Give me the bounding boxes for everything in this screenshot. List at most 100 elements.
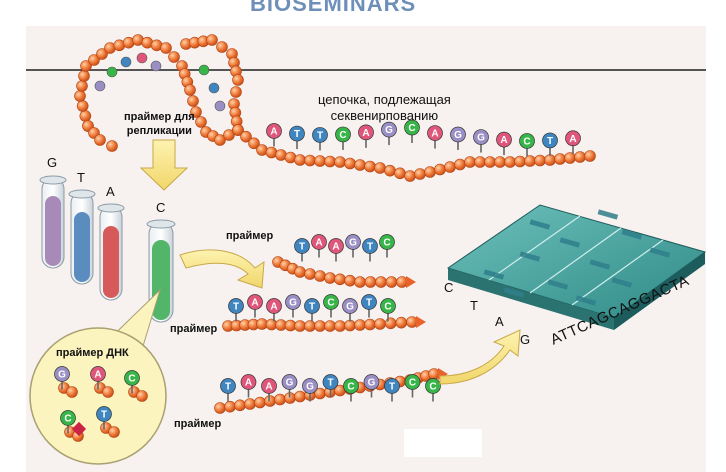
tube-letter-c: C [156,200,166,215]
bead [94,134,106,146]
bead [334,273,346,286]
bead [464,156,476,168]
base-c-mark [425,378,441,394]
base-letter: C [429,382,436,393]
bead [454,158,466,171]
base-letter: T [547,136,553,147]
bead [160,42,172,54]
bead [554,153,566,165]
bead [206,34,218,46]
replication-primer-label: праймер для репликации [124,110,195,138]
base-letter: A [94,370,101,381]
bead [88,54,100,66]
bead [374,318,386,330]
bead [106,140,118,152]
bead [232,74,244,86]
bead [344,274,356,287]
bead [230,86,242,98]
base-letter: C [327,298,334,309]
bead [396,276,408,288]
tube-a [97,203,125,301]
base-letter: T [299,242,305,253]
bead [294,390,306,403]
replication-primer-line1: праймер для [124,111,195,123]
base-c-mark [323,294,339,310]
base-a-mark [496,131,512,148]
bead [294,154,306,166]
bead [375,276,387,288]
bead [108,426,120,438]
bead [187,95,199,107]
base-letter: T [294,129,300,140]
base-letter: G [58,370,66,381]
bead [265,146,278,159]
base-letter: A [569,134,576,145]
base-g-mark [302,378,318,394]
base-a-mark [328,238,344,254]
bead [195,116,207,128]
base-a-mark [266,123,282,139]
down-arrow-icon [139,139,189,191]
base-c-mark [404,119,420,136]
base-t-mark [228,298,244,314]
base-g-mark [54,366,70,382]
bead [524,155,536,167]
base-letter: T [101,410,107,421]
template-strand [232,124,596,182]
base-letter: G [349,238,357,249]
base-letter: G [477,133,485,144]
bead [395,316,408,329]
base-g-mark [345,234,361,250]
bead [136,390,148,402]
base-t-mark [289,125,305,142]
bead [256,144,268,156]
bead [74,90,86,102]
template-strand-label: цепочка, подлежащая секвенирпованию [318,92,451,124]
primer-circle [29,327,167,465]
base-letter: C [408,123,415,134]
base-g-mark [381,121,397,138]
bead [324,320,336,332]
bead [404,170,416,182]
base-g-mark [450,126,466,143]
base-g-mark [281,374,298,390]
bead [324,272,336,284]
bead [214,402,226,414]
base-letter: A [265,382,272,393]
base-c-mark [380,298,396,314]
bead [314,320,326,332]
base-letter: T [389,382,395,393]
bead [504,156,516,168]
bead [434,163,446,176]
bead [184,84,196,96]
base-letter: A [251,298,258,309]
base-t-mark [362,238,378,254]
bead [514,155,526,168]
bead [294,320,306,332]
base-c-mark [335,126,351,143]
bead [414,168,426,180]
base-letter: A [431,129,438,140]
base-a-mark [90,366,106,382]
bead [354,276,366,288]
base-t-mark [220,378,236,394]
bead [564,152,576,164]
base-a-mark [358,124,374,141]
tube-letter-t: T [77,170,85,185]
base-letter: A [315,238,322,249]
bead [428,368,440,380]
fragment-3-label: праймер [174,418,222,430]
bead [534,154,546,167]
base-g-mark [285,294,301,310]
bead [385,276,398,288]
base-letter: C [409,378,416,389]
bead [544,154,556,166]
bead [494,156,506,168]
base-t-mark [294,238,310,254]
tube-letter-g: G [47,155,58,170]
bead [190,106,202,118]
tube-g [39,175,67,269]
